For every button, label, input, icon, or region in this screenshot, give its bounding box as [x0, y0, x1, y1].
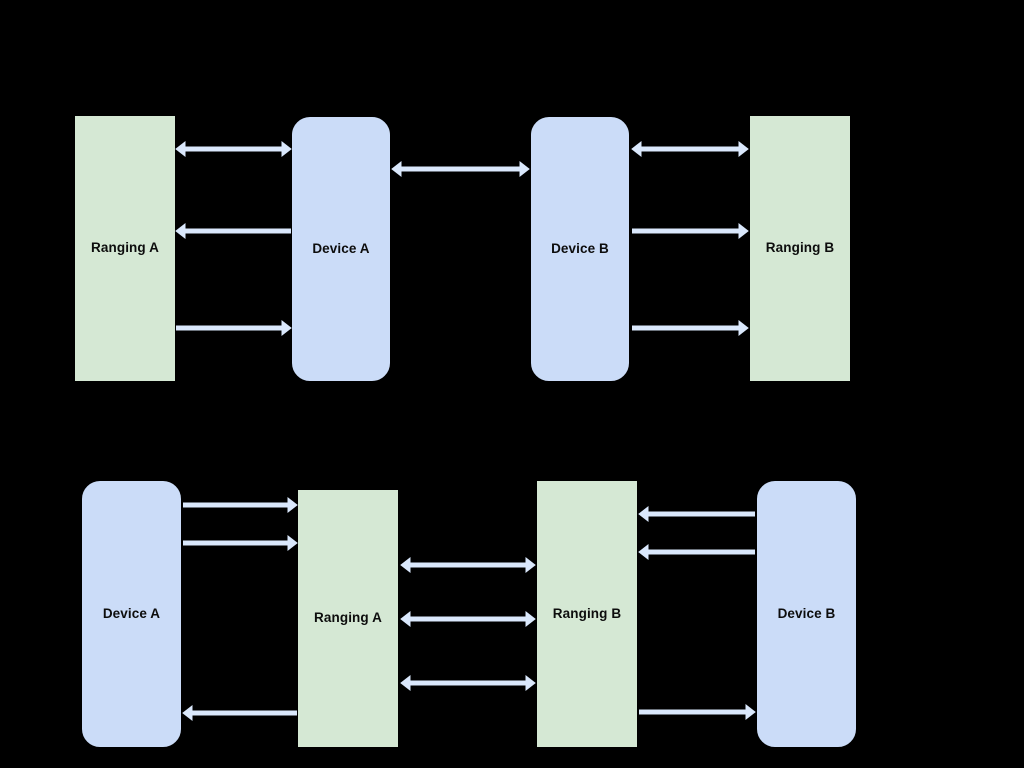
node-label: Device A: [312, 240, 370, 256]
node-bot-device-b[interactable]: Device B: [757, 481, 856, 747]
node-label: Ranging B: [765, 240, 835, 256]
node-top-ranging-a[interactable]: Ranging A: [75, 116, 175, 381]
node-label: Device B: [777, 605, 836, 621]
node-top-device-a[interactable]: Device A: [292, 117, 390, 381]
node-top-device-b[interactable]: Device B: [531, 117, 629, 381]
node-label: Device B: [551, 240, 609, 256]
node-bot-device-a[interactable]: Device A: [82, 481, 181, 747]
node-top-ranging-b[interactable]: Ranging B: [750, 116, 850, 381]
node-label: Ranging B: [552, 605, 622, 621]
node-bot-ranging-b[interactable]: Ranging B: [537, 481, 637, 747]
node-label: Device A: [102, 605, 161, 621]
node-label: Ranging A: [91, 240, 159, 256]
node-label: Ranging A: [314, 610, 382, 626]
node-bot-ranging-a[interactable]: Ranging A: [298, 490, 398, 747]
